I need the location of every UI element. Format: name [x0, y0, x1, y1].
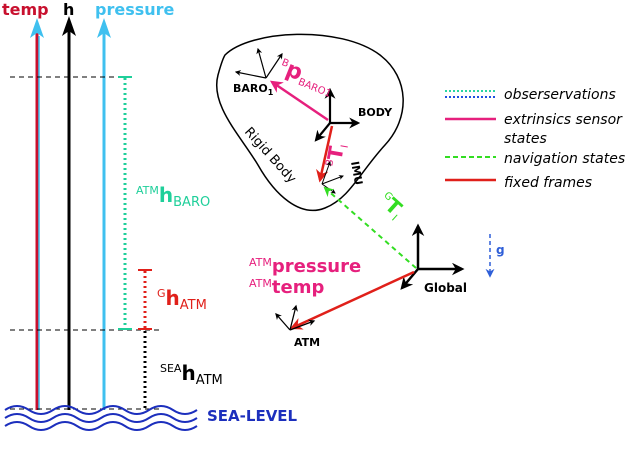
t-imu-vector: [316, 125, 334, 183]
baro-frame-y: [256, 47, 267, 79]
baro-frame-x: [234, 69, 267, 79]
body-frame-diag: [314, 122, 331, 142]
legend-fixed-label: fixed frames: [504, 175, 592, 191]
g-h-atm-label: GhATM: [157, 286, 207, 313]
pressure-label: pressure: [95, 0, 175, 19]
imu-label: IMU: [348, 160, 365, 186]
sea-wave-3: [4, 421, 198, 431]
legend-obs-label: obserservations: [504, 87, 616, 103]
legend: obserservations extrinsics sensor states…: [445, 87, 625, 191]
p-baro-label: BpBARO1: [275, 54, 338, 100]
sea-wave-2: [4, 413, 198, 423]
baro-frame-z: [265, 53, 283, 79]
sea-level-label: SEA-LEVEL: [207, 407, 298, 425]
global-label: Global: [424, 281, 467, 295]
atm-temp-label: ATMtemp: [249, 277, 324, 298]
gravity-label: g: [496, 243, 505, 257]
atm-frame-left: [275, 313, 291, 331]
global-frame-diag: [400, 268, 419, 290]
imu-frame-right: [321, 175, 344, 185]
atm-h-baro-label: ATMhBARO: [136, 183, 210, 210]
p-baro-vector: [269, 80, 329, 122]
left-axes: temp h pressure ATMhBARO GhATM SEAhATM: [2, 0, 298, 431]
h-label: h: [63, 0, 74, 19]
body-label: BODY: [358, 106, 393, 119]
imu-frame-diag: [321, 183, 336, 194]
atm-label: ATM: [294, 336, 320, 349]
temp-label: temp: [2, 0, 49, 19]
legend-nav-label: navigation states: [504, 151, 625, 167]
t-global-label: GTI: [373, 188, 408, 224]
imu-frame-up: [321, 161, 331, 185]
rigid-body-outline: [215, 33, 404, 211]
rigid-body: Rigid Body BARO1 BODY BpBARO1 BTI IMU: [215, 33, 404, 211]
global-atm-vector: [289, 270, 415, 330]
atm-frame-up: [289, 304, 298, 331]
temp-arrowhead: [30, 18, 44, 38]
sea-wave-1: [4, 405, 198, 415]
h-arrowhead: [62, 16, 76, 36]
t-global-vector: [323, 186, 417, 269]
baro-label: BARO1: [233, 82, 274, 97]
atm-frame-right: [289, 319, 316, 331]
t-imu-label: BTI: [321, 142, 351, 170]
sea-h-atm-label: SEAhATM: [160, 361, 223, 388]
global-frames: GTI Global ATM ATMpressure ATMtemp g: [249, 186, 505, 349]
legend-extrinsics-label: extrinsics sensor: [504, 112, 623, 128]
legend-states-label: states: [504, 131, 547, 147]
atm-pressure-label: ATMpressure: [249, 256, 361, 277]
rigid-body-label: Rigid Body: [241, 125, 299, 187]
pressure-arrowhead: [97, 18, 111, 38]
